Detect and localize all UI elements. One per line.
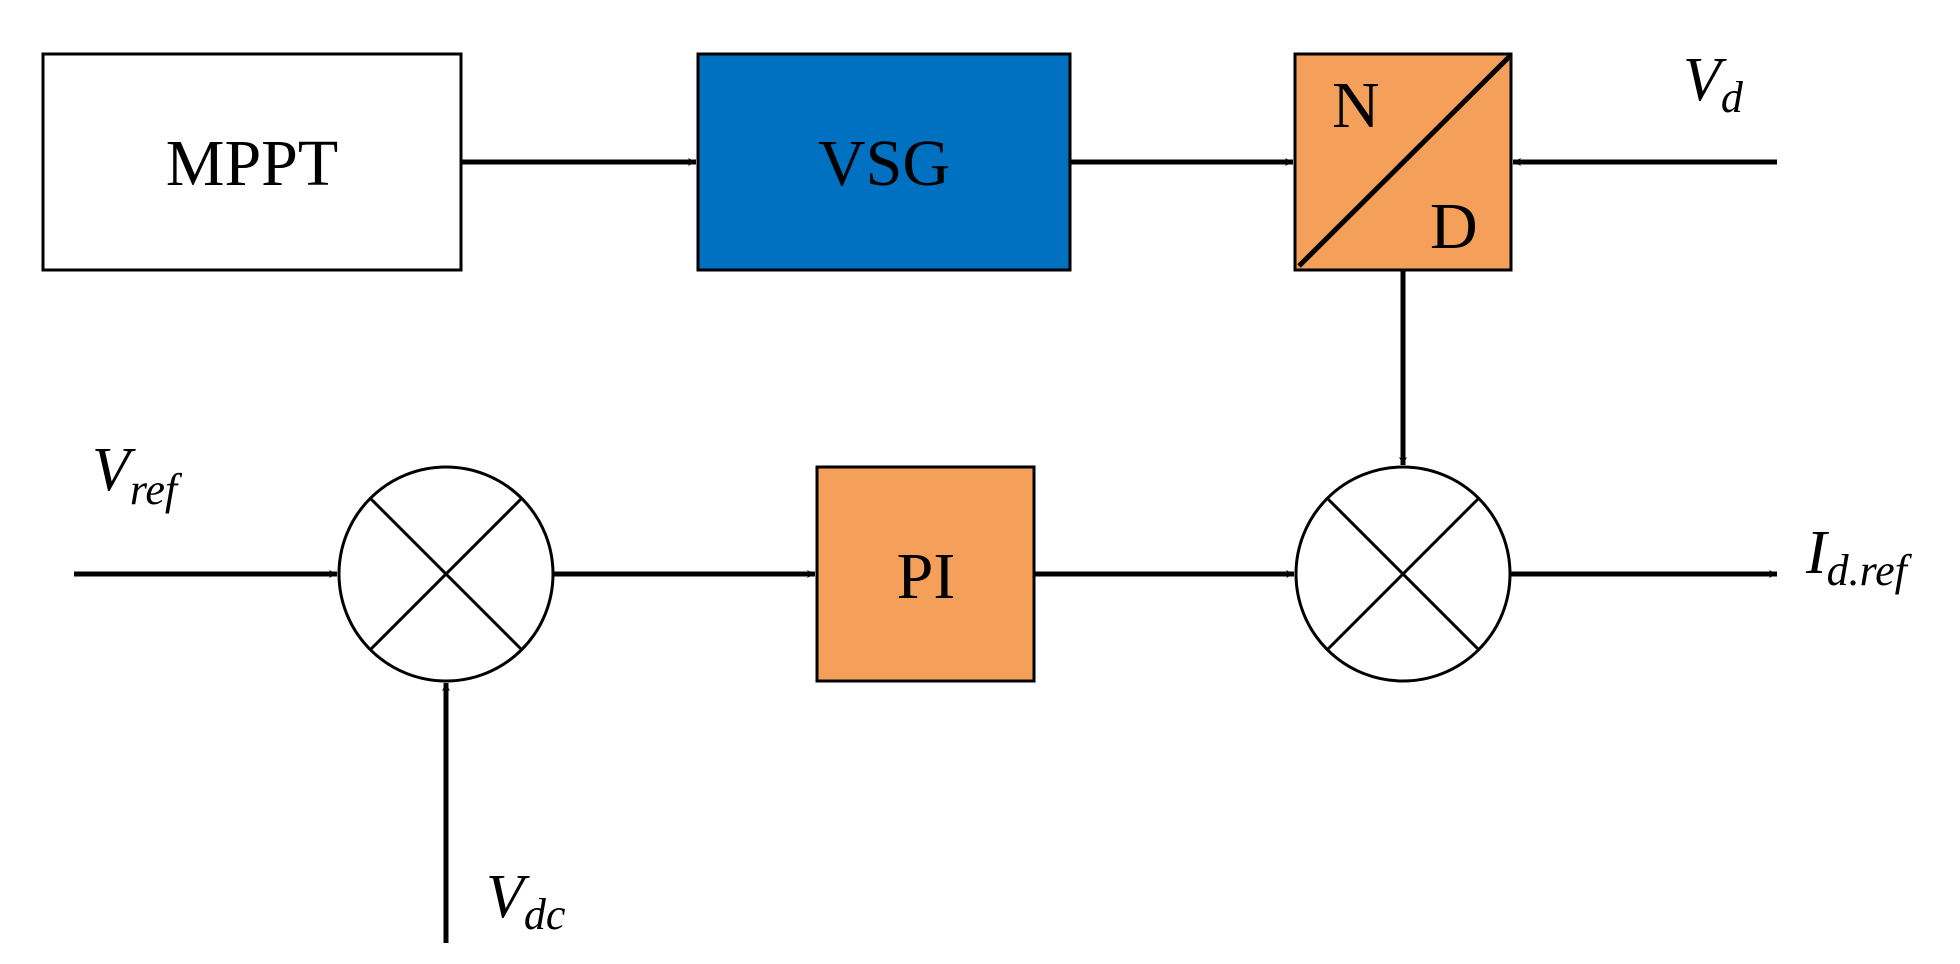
divider-block: N D [1293,52,1513,272]
vd-signal-label: Vd [1683,46,1744,122]
vdc-signal-label: Vdc [486,863,566,939]
divider-numerator: N [1332,69,1380,142]
vsg-label: VSG [818,127,950,200]
left-summing-junction [337,465,555,683]
divider-diagonal [1297,54,1512,268]
mppt-label: MPPT [166,127,338,200]
vsg-block: VSG [696,52,1072,272]
right-summing-junction [1294,465,1512,683]
pi-label: PI [897,540,956,613]
pi-block: PI [815,465,1036,683]
idref-signal-label: Id.ref [1805,519,1913,595]
mppt-block: MPPT [41,52,463,272]
vref-signal-label: Vref [92,436,183,514]
divider-denominator: D [1430,190,1478,263]
